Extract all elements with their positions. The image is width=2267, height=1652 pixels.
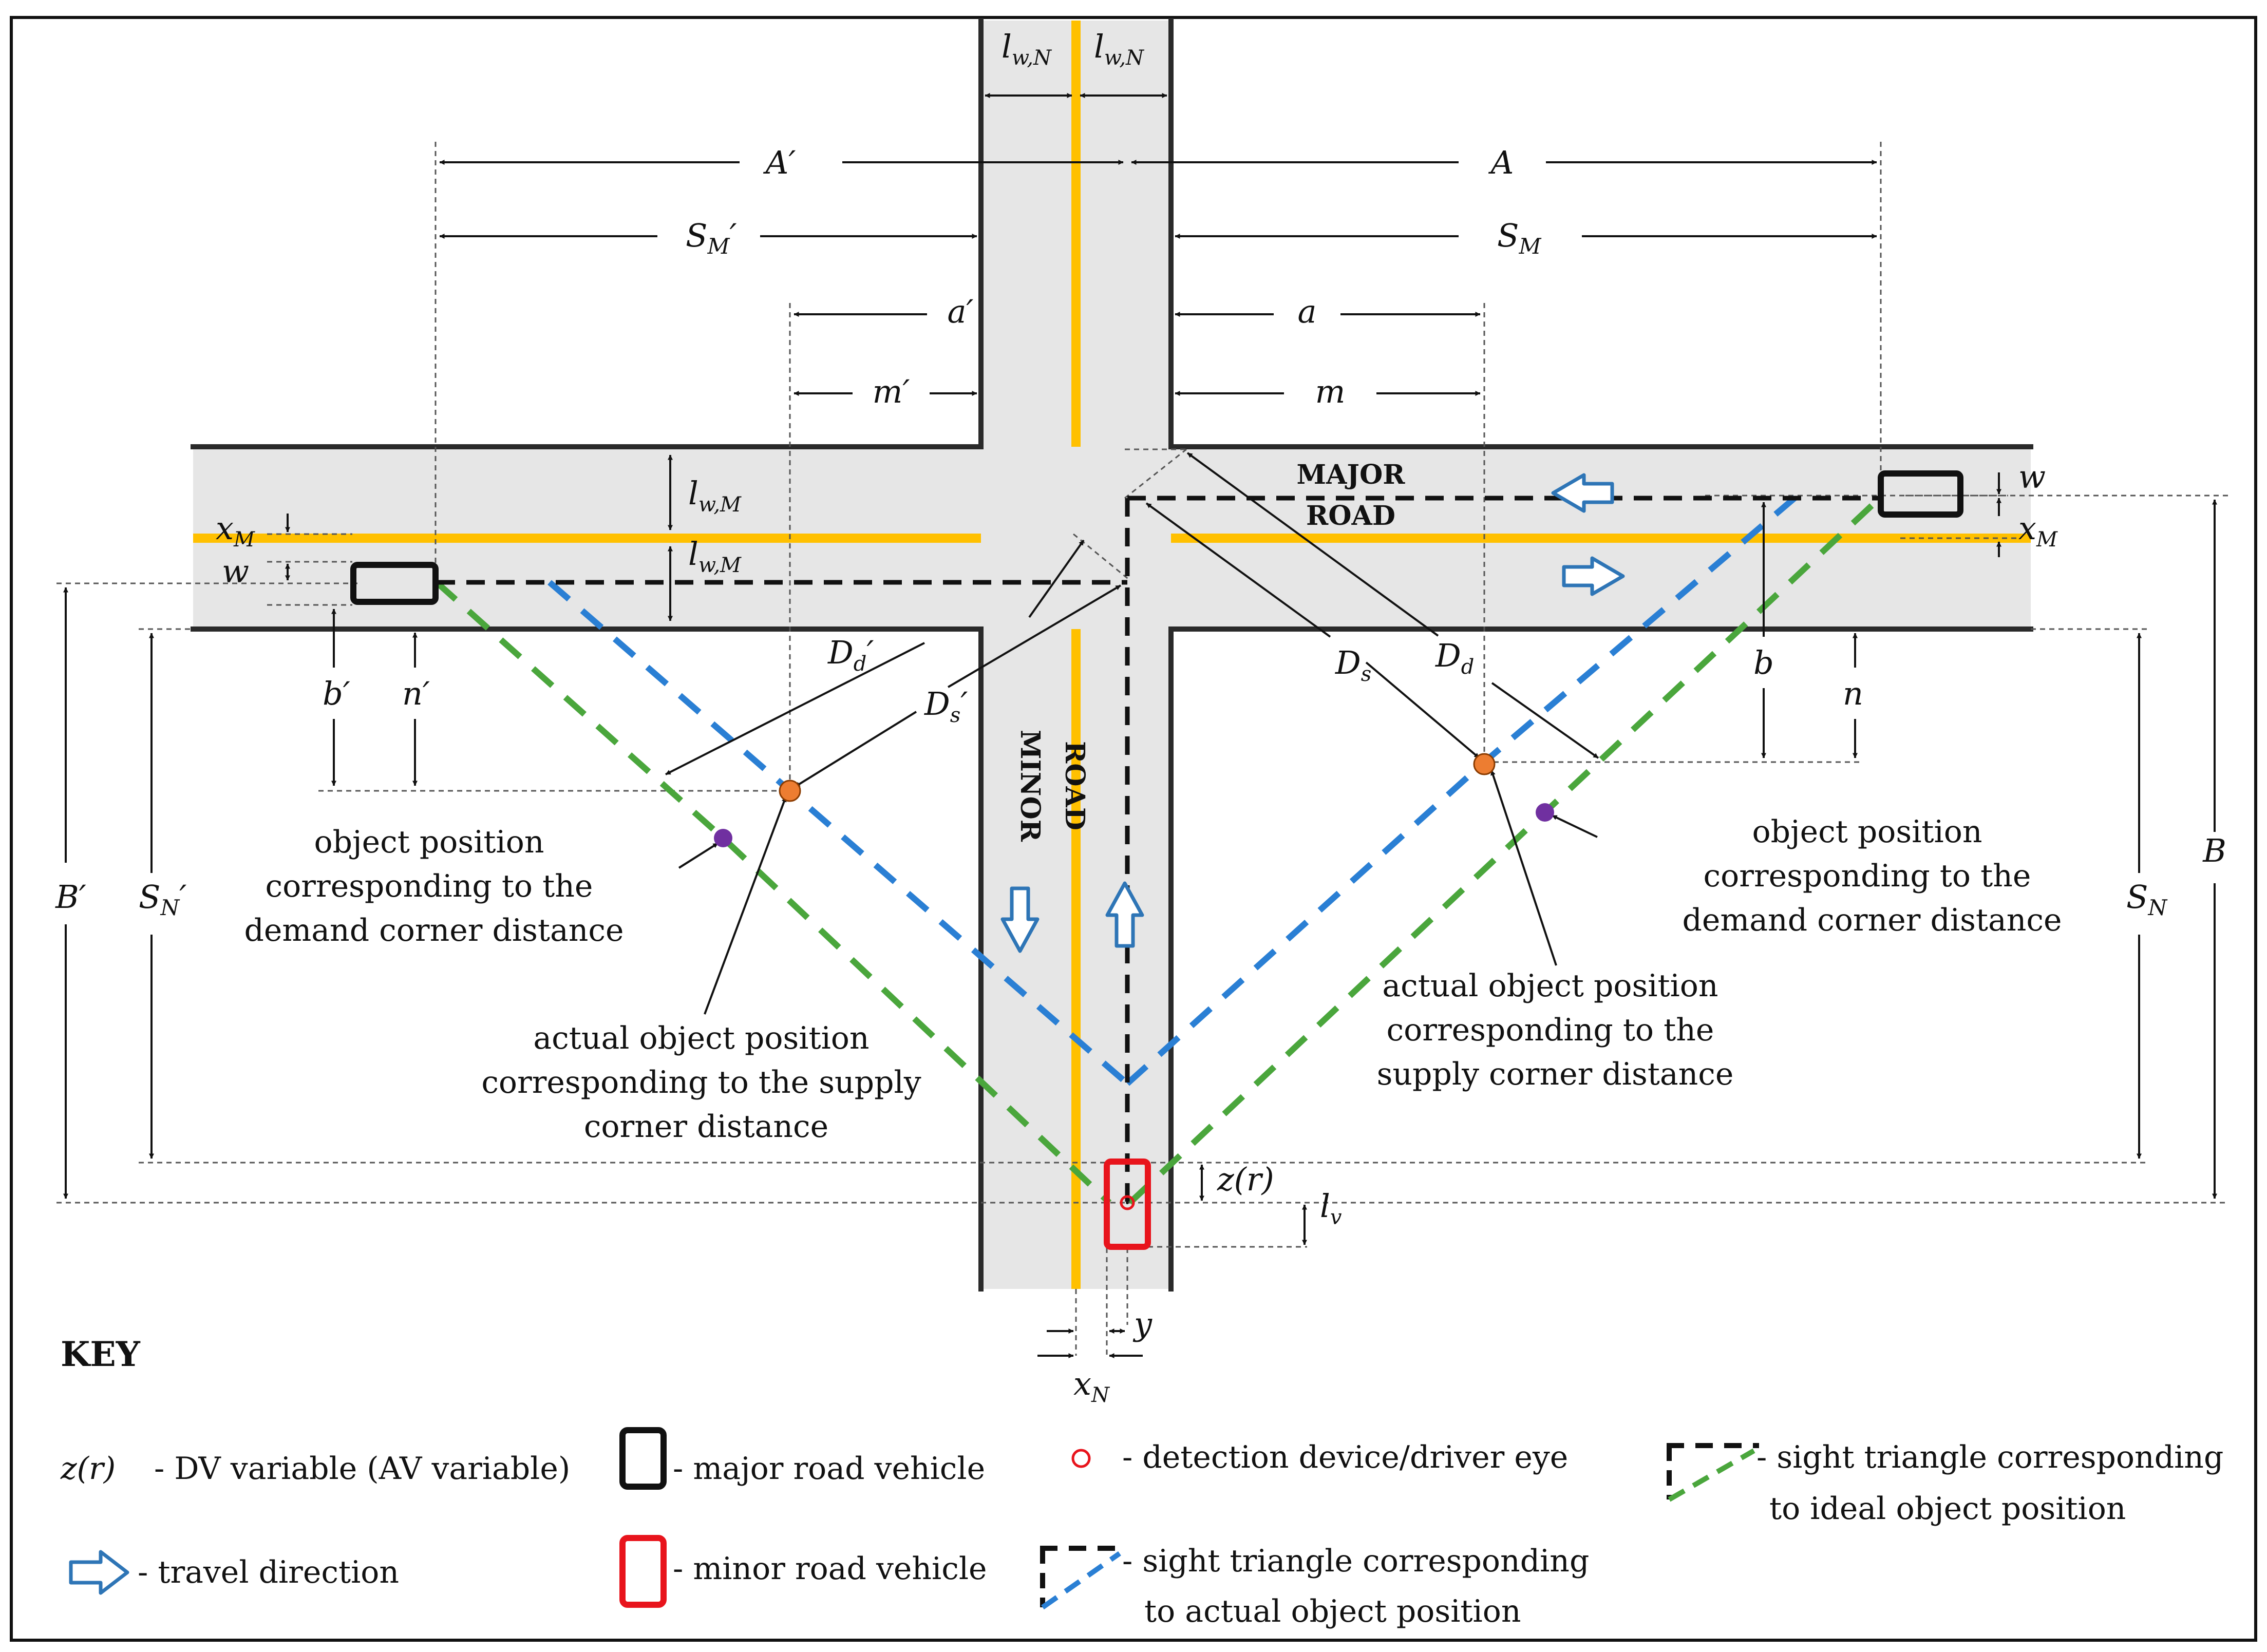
key-actual-triangle-icon bbox=[1040, 1546, 1121, 1610]
minor-road-label: MINOR bbox=[1014, 730, 1046, 842]
dim-m: m bbox=[1315, 373, 1346, 410]
dim-b-prime: b′ bbox=[323, 675, 350, 712]
major-road-label: MAJOR bbox=[1296, 459, 1405, 490]
dim-n: n bbox=[1843, 675, 1863, 712]
road-edge-nw bbox=[191, 18, 984, 449]
major-road-label-2: ROAD bbox=[1306, 500, 1395, 531]
minor-road-vehicle bbox=[1104, 1159, 1151, 1250]
dim-lwN-left: lw,N bbox=[1002, 28, 1052, 70]
dim-lwM-upper: lw,M bbox=[688, 474, 742, 517]
dim-n-prime: n′ bbox=[402, 675, 430, 712]
driver-eye-marker bbox=[1120, 1195, 1135, 1210]
key-minor-vehicle-icon bbox=[619, 1535, 667, 1608]
dim-y: y bbox=[1132, 1305, 1153, 1343]
sight-line-green-left bbox=[434, 580, 1112, 1205]
key-ideal-triangle-icon bbox=[1667, 1443, 1759, 1502]
orange-dot-right bbox=[1473, 753, 1496, 775]
road-edge-se bbox=[1168, 626, 2033, 1292]
dim-xM-right: xM bbox=[2018, 509, 2058, 552]
orange-dot-left bbox=[779, 780, 801, 802]
dim-a-prime: a′ bbox=[947, 293, 973, 330]
dim-m-prime: m′ bbox=[873, 373, 910, 410]
dim-SM-prime: SM′ bbox=[686, 217, 737, 259]
travel-direction-arrow-northbound bbox=[1105, 881, 1144, 948]
key-dv-text: - DV variable (AV variable) bbox=[154, 1451, 570, 1487]
reference-lines bbox=[56, 142, 2229, 1356]
black-sight-lines bbox=[437, 496, 1881, 1203]
annotation-right-demand: object position corresponding to the dem… bbox=[1682, 814, 2062, 938]
key-actual-text-1: - sight triangle corresponding bbox=[1122, 1543, 1589, 1579]
dim-Ds: Ds bbox=[1335, 644, 1371, 686]
dim-Dd: Dd bbox=[1435, 637, 1474, 679]
dim-lv: lv bbox=[1320, 1187, 1342, 1229]
key-title: KEY bbox=[61, 1334, 141, 1374]
road-edge-sw bbox=[191, 626, 984, 1292]
key-ideal-text-2: to ideal object position bbox=[1769, 1491, 2126, 1527]
road-edge-ne bbox=[1168, 18, 2033, 449]
dim-lwM-lower: lw,M bbox=[688, 535, 742, 577]
key-major-vehicle-icon bbox=[619, 1427, 667, 1490]
annotation-right-supply: actual object position corresponding to … bbox=[1377, 968, 1734, 1092]
dim-a: a bbox=[1298, 293, 1317, 330]
dim-zr: z(r) bbox=[1217, 1161, 1274, 1198]
major-road-vehicle-east bbox=[1878, 470, 1963, 518]
key-travel-text: - travel direction bbox=[138, 1554, 399, 1590]
key-detection-icon bbox=[1071, 1449, 1091, 1468]
key-ideal-text-1: - sight triangle corresponding bbox=[1756, 1439, 2223, 1475]
travel-direction-arrow-eastbound bbox=[1562, 556, 1625, 596]
dim-Dd-prime: Dd′ bbox=[827, 634, 874, 676]
key-travel-direction-icon bbox=[69, 1550, 129, 1595]
purple-dot-right bbox=[1536, 803, 1554, 822]
dim-lwN-right: lw,N bbox=[1094, 28, 1145, 70]
annotation-left-demand: object position corresponding to the dem… bbox=[244, 824, 624, 948]
dim-A: A bbox=[1488, 144, 1514, 181]
dim-SN-prime: SN′ bbox=[139, 878, 186, 920]
annotation-left-supply: actual object position corresponding to … bbox=[481, 1020, 931, 1145]
dim-A-prime: A′ bbox=[763, 144, 796, 181]
frame-border bbox=[10, 16, 2257, 1642]
dim-b: b bbox=[1753, 644, 1774, 681]
dim-Ds-prime: Ds′ bbox=[924, 685, 968, 727]
dim-SM: SM bbox=[1497, 217, 1541, 259]
dim-xN: xN bbox=[1073, 1365, 1110, 1407]
minor-road-label-2: ROAD bbox=[1059, 741, 1090, 830]
key-major-vehicle-text: - major road vehicle bbox=[673, 1451, 985, 1487]
key-dv-variable: z(r) bbox=[60, 1451, 116, 1487]
purple-dot-left bbox=[714, 829, 732, 847]
dim-w-right: w bbox=[2018, 458, 2046, 496]
key-legend: KEY z(r) - DV variable (AV variable) - m… bbox=[60, 1334, 2223, 1629]
dim-SN: SN bbox=[2126, 878, 2167, 920]
dim-xM-left: xM bbox=[216, 509, 255, 552]
dimension-arrows bbox=[63, 93, 2217, 1358]
dim-w-left: w bbox=[222, 553, 249, 590]
travel-direction-arrow-westbound bbox=[1551, 473, 1614, 513]
major-road-vehicle-west bbox=[350, 562, 439, 605]
dim-B: B bbox=[2202, 832, 2226, 869]
key-actual-text-2: to actual object position bbox=[1144, 1593, 1521, 1629]
key-minor-vehicle-text: - minor road vehicle bbox=[673, 1551, 987, 1587]
travel-direction-arrow-southbound bbox=[1000, 886, 1040, 953]
key-detection-text: - detection device/driver eye bbox=[1122, 1439, 1568, 1475]
vehicles bbox=[350, 470, 1963, 1250]
dim-B-prime: B′ bbox=[55, 878, 86, 916]
